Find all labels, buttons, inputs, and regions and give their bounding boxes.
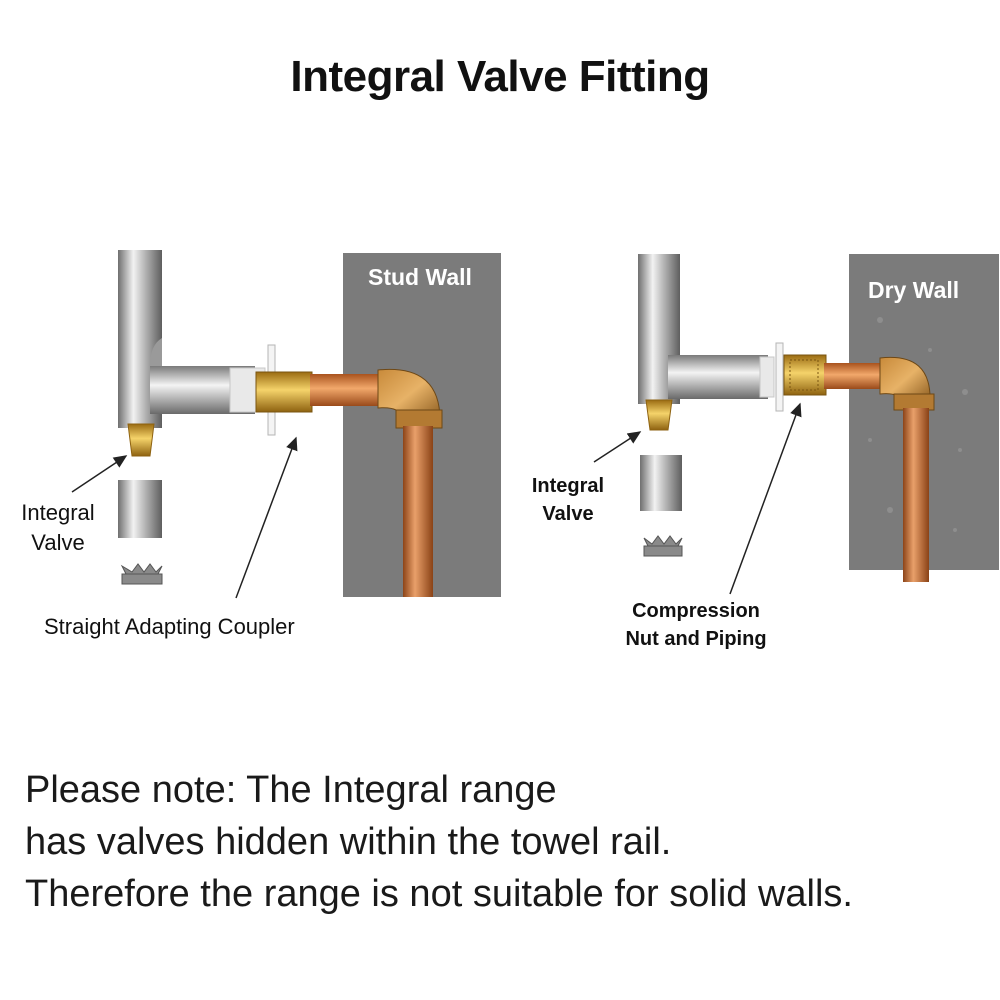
integral-valve [127, 423, 155, 457]
right-fitting [593, 254, 999, 595]
valve-arrow-right [593, 431, 642, 463]
towel-rail-arm-right [668, 355, 768, 399]
coupler-arrow [235, 436, 298, 599]
nut-arrow [729, 402, 802, 595]
note-text: Please note: The Integral range has valv… [25, 764, 853, 920]
nut-label-line2: Nut and Piping [625, 628, 767, 650]
nut-label: Compression Nut and Piping [596, 597, 796, 653]
copper-pipe-vertical [403, 426, 433, 597]
loose-sleeve [118, 480, 162, 538]
stud-wall-label: Stud Wall [368, 264, 472, 290]
brass-coupler [255, 371, 313, 413]
dry-wall-label: Dry Wall [868, 277, 960, 303]
right-valve-label-line1: Integral [531, 475, 605, 497]
coupler-label: Straight Adapting Coupler [44, 614, 295, 639]
copper-pipe-horizontal [310, 374, 390, 406]
olive-ring [120, 563, 163, 585]
right-valve-label: Integral Valve [516, 472, 620, 528]
note-line2: has valves hidden within the towel rail. [25, 821, 672, 863]
right-valve-label-line2: Valve [542, 503, 594, 525]
note-line1: Please note: The Integral range [25, 769, 557, 811]
compression-nut [783, 354, 827, 396]
left-valve-label-line1: Integral [21, 500, 95, 525]
integral-valve-right [645, 399, 673, 431]
left-valve-label-line2: Valve [31, 530, 85, 555]
left-fitting [71, 250, 501, 599]
left-valve-label: Integral Valve [8, 498, 108, 558]
loose-sleeve-right [640, 455, 682, 511]
page-title: Integral Valve Fitting [290, 52, 710, 101]
olive-ring-right [643, 535, 683, 557]
nut-label-line1: Compression [632, 600, 760, 622]
escutcheon-right [775, 342, 784, 412]
valve-arrow [71, 455, 128, 493]
note-line3: Therefore the range is not suitable for … [25, 873, 853, 915]
copper-pipe-vertical-right [903, 408, 929, 582]
